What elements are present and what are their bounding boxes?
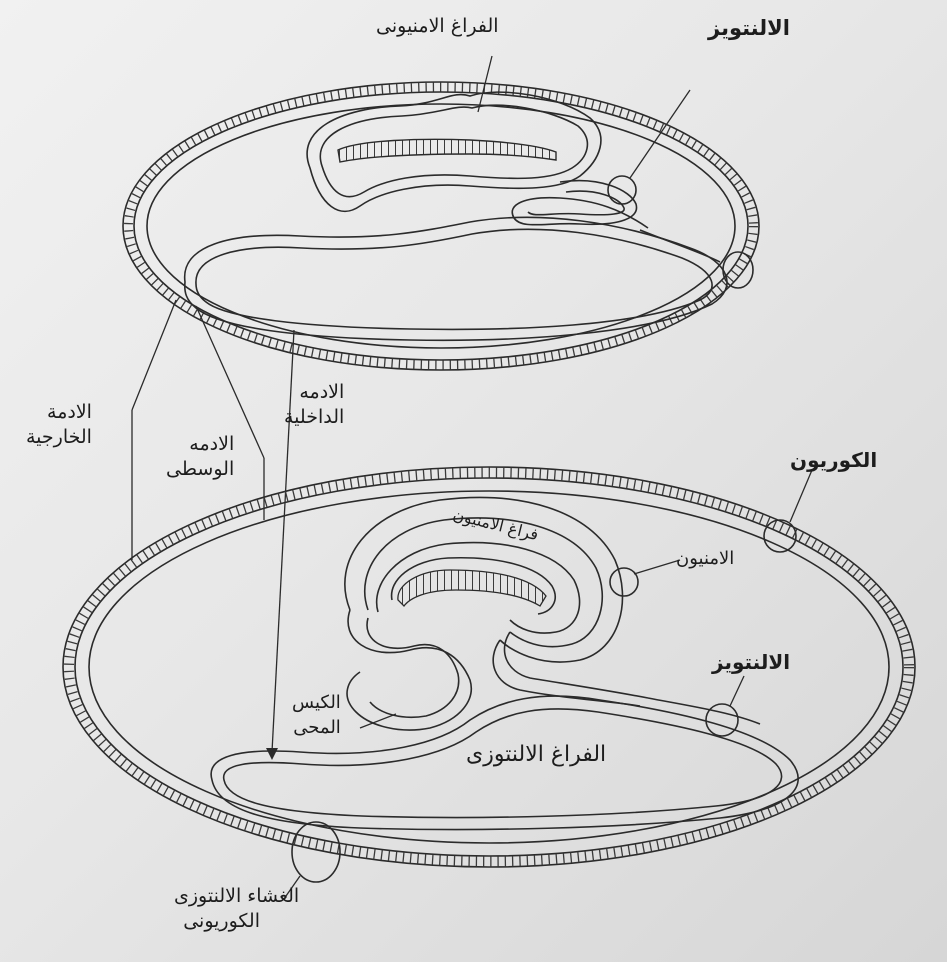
top-allantois-outer [185,217,727,340]
bottom-embryonic-body [398,570,546,606]
label-endoderm-line1: الادمه [284,380,344,405]
top-allantois-inner [196,229,712,329]
label-amnion-text: الامنيون [676,546,734,571]
bottom-allantois-callout [706,704,738,736]
label-amniotic-cavity-top: الفراغ الامنيونى [376,14,499,39]
label-allantois-bottom: الالنتويز [712,650,790,675]
label-mesoderm-line2: الوسطى [166,457,234,482]
label-mesoderm-line1: الادمه [166,432,234,457]
leader-chorion [790,470,812,522]
leader-top-allantois [630,90,690,178]
top-right-callout [723,252,753,288]
label-chorion-text: الكوريون [790,448,877,473]
top-shell-hatch [129,87,754,365]
label-amniotic-cavity-text: الفراغ الامنيونى [376,14,499,39]
label-endoderm: الادمه الداخلية [284,380,344,430]
bottom-yolk-sac-outer [347,610,471,730]
top-embryonic-disc [338,139,556,162]
label-chorioallantoic-line1: الغشاء الالنتوزى [174,884,299,909]
label-chorioallantoic-line2: الكوريونى [174,909,299,934]
label-allantoic-cavity-text: الفراغ الالنتوزى [466,742,606,767]
label-allantois-top-text: الالنتويز [708,16,790,41]
bottom-chorioallantoic-callout [292,822,340,882]
leader-amnion [634,560,680,574]
leader-ectoderm-top [132,300,176,410]
top-outer-wall-inner [134,92,748,360]
top-allantois-hook-inner [528,191,624,215]
label-endoderm-line2: الداخلية [284,405,344,430]
label-yolk-sac-line1: الكيس [292,690,341,715]
label-ectoderm: الادمة الخارجية [26,400,92,450]
label-yolk-sac: الكيس المحى [292,690,341,740]
label-allantois-bottom-text: الالنتويز [712,650,790,675]
leader-bottom-allantois [730,676,744,706]
label-amnion: الامنيون [676,546,734,571]
bottom-amnion-callout [610,568,638,596]
label-yolk-sac-line2: المحى [292,715,341,740]
label-allantoic-cavity: الفراغ الالنتوزى [466,742,606,767]
bottom-yolk-sac-inner [367,618,459,717]
arrow-right-icon [266,748,278,760]
top-embryo [123,56,759,370]
label-ectoderm-line1: الادمة [26,400,92,425]
label-chorioallantoic: الغشاء الالنتوزى الكوريونى [174,884,299,934]
label-ectoderm-line2: الخارجية [26,425,92,450]
label-allantois-top: الالنتويز [708,16,790,41]
label-mesoderm: الادمه الوسطى [166,432,234,482]
label-chorion: الكوريون [790,448,877,473]
germ-layer-leaders [132,300,294,760]
bottom-chorion-callout [764,520,796,552]
leader-yolk-sac [360,714,396,728]
